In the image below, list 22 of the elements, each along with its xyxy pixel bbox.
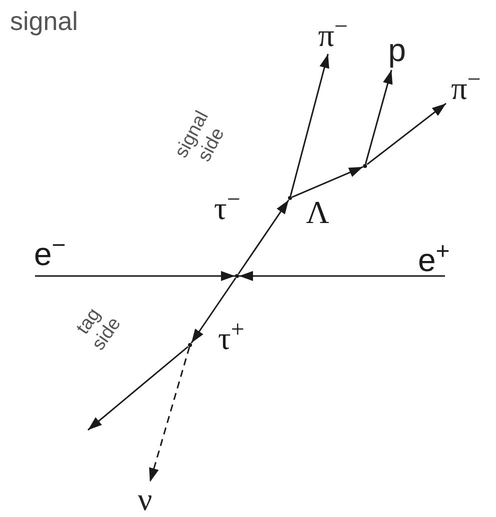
edge-label: e$^{+}$: [418, 244, 450, 276]
particle-label: π$^{−}$: [314, 16, 352, 54]
edge-label: τ$^{+}$: [218, 322, 244, 354]
edge-label: e$^{−}$: [34, 238, 66, 270]
particle-label: π$^{−}$: [446, 70, 486, 106]
arrow: [238, 200, 290, 274]
particle-label: ν: [132, 482, 158, 516]
arrow: [290, 54, 330, 196]
arrow: [190, 278, 236, 344]
edge-label: τ$^{−}$: [214, 192, 240, 224]
title-label: signal: [10, 8, 78, 34]
arrow: [35, 271, 235, 281]
arrow: [239, 271, 445, 281]
particle-label: p: [383, 30, 411, 70]
side-label: signal side: [170, 106, 230, 168]
arrow: [292, 166, 364, 198]
arrow: [364, 70, 393, 164]
side-label: tag side: [72, 304, 126, 356]
arrow: [366, 102, 446, 166]
dashed-arrow: [149, 346, 190, 482]
edge-label: Λ: [306, 196, 330, 228]
arrow: [88, 346, 188, 431]
